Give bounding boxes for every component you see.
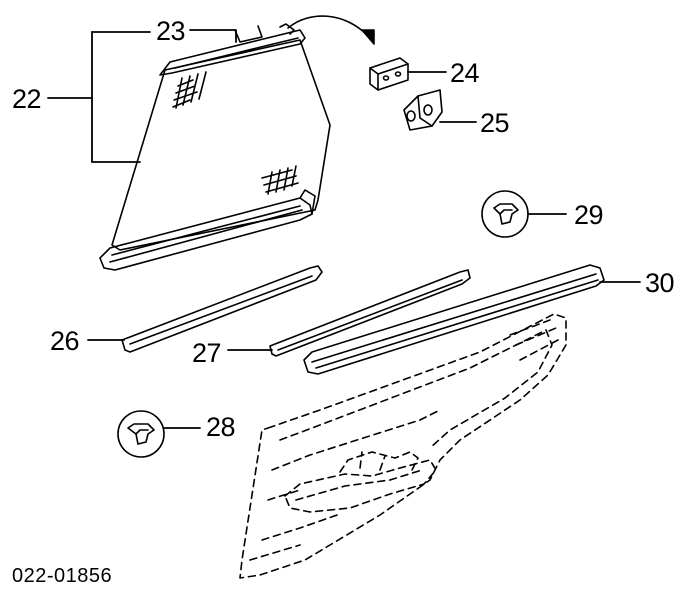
callout-27: 27: [192, 338, 222, 368]
sunshade-panel: [99, 23, 331, 271]
callout-25: 25: [480, 108, 510, 138]
callout-24: 24: [450, 58, 480, 88]
callout-30: 30: [645, 268, 675, 298]
molding-part-26: [121, 265, 323, 353]
callout-22: 22: [12, 84, 42, 114]
arrow-indicator: [287, 15, 369, 37]
clip-part-28: [117, 410, 165, 458]
callout-26: 26: [50, 326, 80, 356]
callout-28: 28: [206, 412, 236, 442]
clip-part-29: [481, 190, 529, 238]
door-trim-panel: [239, 313, 567, 579]
callout-23: 23: [156, 16, 186, 46]
molding-part-27: [269, 269, 471, 357]
leader-lines: [47, 29, 641, 429]
reference-code: 022-01856: [12, 565, 113, 587]
callout-29: 29: [574, 200, 604, 230]
bracket-part-24: [369, 57, 409, 91]
clip-part-25: [403, 89, 443, 131]
sill-strip-part-30: [303, 264, 605, 375]
